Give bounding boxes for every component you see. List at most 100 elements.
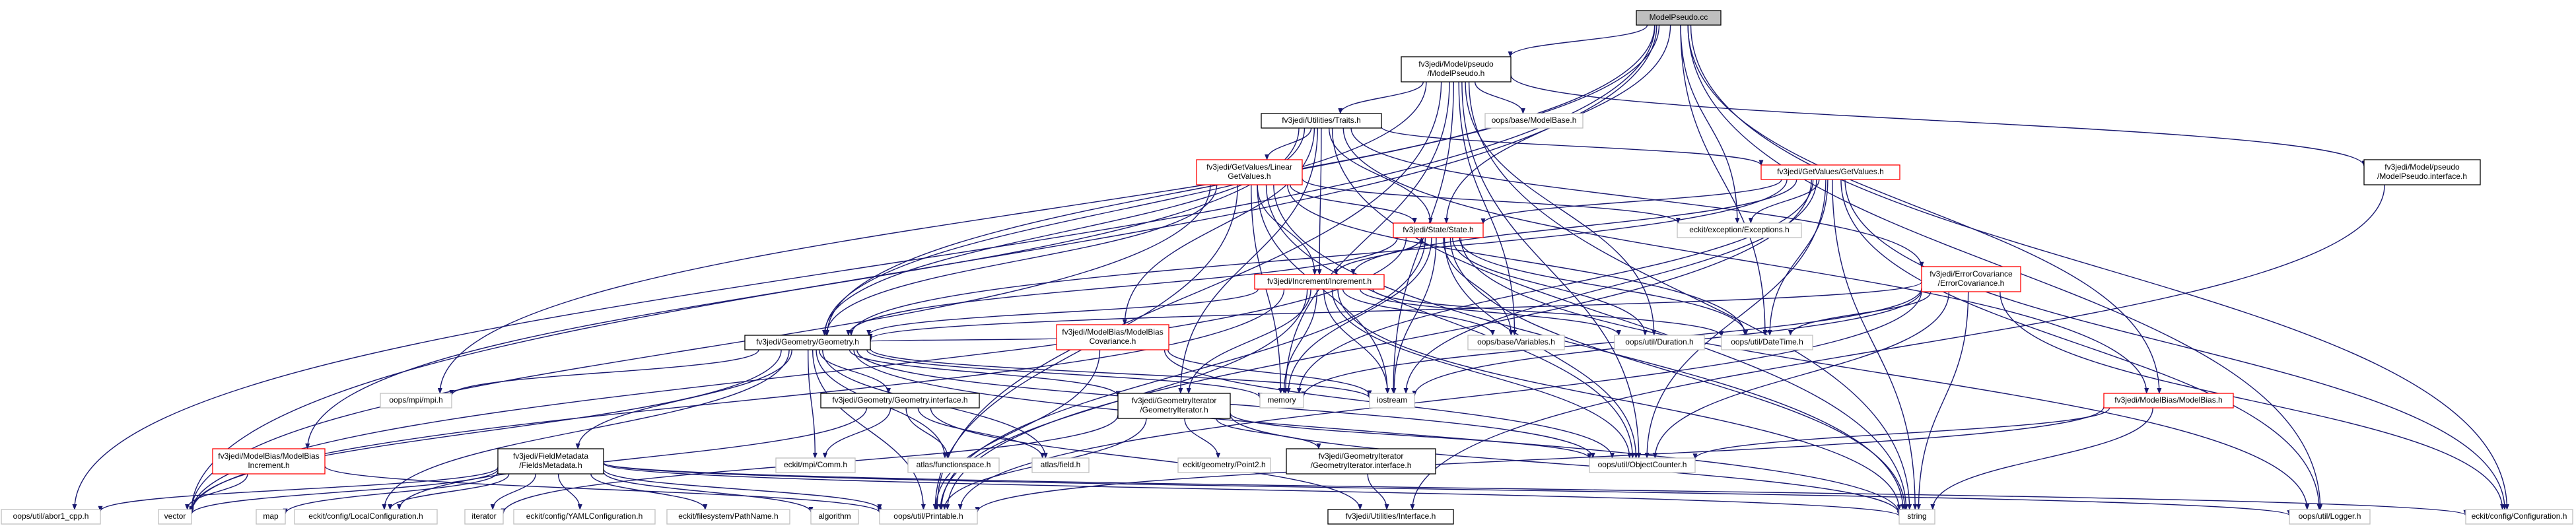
node-box-model-pseudo-interface-h xyxy=(2363,159,2481,185)
edge-state-h-to-duration-h xyxy=(1452,237,1648,336)
edge-fieldsmetadata-h-to-vector xyxy=(189,469,499,515)
node-modelbias-h[interactable]: fv3jedi/ModelBias/ModelBias.h xyxy=(2103,393,2234,409)
edge-geometry-h-to-iostream xyxy=(870,348,1372,399)
node-label-pathname-h: eckit/filesystem/PathName.h xyxy=(678,511,778,521)
node-modelbase-h: oops/base/ModelBase.h xyxy=(1484,113,1584,129)
edge-linear-getvalues-h-to-exceptions-h xyxy=(1302,178,1681,224)
node-box-variables-h xyxy=(1467,335,1565,350)
node-box-map xyxy=(256,509,286,525)
node-box-printable-h xyxy=(879,509,978,525)
edge-traits-h-to-getvalues-h xyxy=(1381,126,1764,166)
node-abor1-cpp-h: oops/util/abor1_cpp.h xyxy=(1,509,101,525)
node-geometry-interface-h[interactable]: fv3jedi/Geometry/Geometry.interface.h xyxy=(820,393,980,409)
edge-model-pseudo-h-to-traits-h xyxy=(1338,81,1424,114)
node-traits-h[interactable]: fv3jedi/Utilities/Traits.h xyxy=(1261,113,1382,129)
edge-state-h-to-datetime-h xyxy=(1459,237,1749,336)
node-geometry-h[interactable]: fv3jedi/Geometry/Geometry.h xyxy=(744,335,871,350)
node-geometryiterator-h[interactable]: fv3jedi/GeometryIterator/GeometryIterato… xyxy=(1117,393,1231,419)
node-label-model-pseudo-interface-h-line2: /ModelPseudo.interface.h xyxy=(2377,172,2467,181)
edge-geometry-h-to-memory xyxy=(866,349,1263,399)
edge-getvalues-h-to-increment-h xyxy=(1350,179,1797,275)
edge-modelbias-increment-h-to-printable-h xyxy=(324,465,882,513)
node-box-geometry-h xyxy=(744,335,871,350)
node-box-modelbias-covariance-h xyxy=(1056,324,1169,350)
node-model-pseudo-interface-h[interactable]: fv3jedi/Model/pseudo/ModelPseudo.interfa… xyxy=(2363,159,2481,185)
node-fieldsmetadata-h[interactable]: fv3jedi/FieldMetadata/FieldsMetadata.h xyxy=(497,448,604,475)
node-box-vector xyxy=(158,509,192,525)
node-iterator: iterator xyxy=(464,509,504,525)
edge-errorcovariance-h-to-datetime-h xyxy=(1788,291,1932,336)
edge-geometryiterator-h-to-point2-h xyxy=(1184,418,1221,459)
node-label-vector: vector xyxy=(164,511,186,521)
node-label-functionspace-h: atlas/functionspace.h xyxy=(917,460,991,469)
node-box-modelbias-increment-h xyxy=(212,448,326,475)
edge-getvalues-h-to-objectcounter-h xyxy=(1644,179,1827,459)
edge-increment-h-to-geometry-h xyxy=(866,288,1259,336)
node-box-linear-getvalues-h xyxy=(1196,159,1303,185)
edge-geometryiterator-h-to-objectcounter-h xyxy=(1230,412,1592,459)
edge-modelpseudo-cc-to-model-pseudo-h xyxy=(1508,24,1648,57)
node-box-geometryiterator-h xyxy=(1117,393,1231,419)
node-label-abor1-cpp-h: oops/util/abor1_cpp.h xyxy=(13,511,89,521)
node-label-variables-h: oops/base/Variables.h xyxy=(1477,337,1555,346)
edge-getvalues-h-to-memory xyxy=(1296,179,1814,394)
edge-fieldsmetadata-h-to-configuration-h xyxy=(603,462,2468,516)
edge-modelbias-covariance-h-to-iostream xyxy=(1167,349,1372,397)
edge-model-pseudo-h-to-model-pseudo-interface-h xyxy=(1510,75,2367,167)
node-errorcovariance-h[interactable]: fv3jedi/ErrorCovariance/ErrorCovariance.… xyxy=(1921,266,2021,292)
edge-fieldsmetadata-h-to-algorithm xyxy=(603,471,814,513)
edge-traits-h-to-increment-h xyxy=(1317,127,1322,275)
edge-fieldsmetadata-h-to-localconfiguration-h xyxy=(388,473,510,510)
edge-modelbias-covariance-h-to-printable-h xyxy=(933,349,1101,510)
edge-getvalues-h-to-configuration-h xyxy=(1844,179,2507,510)
node-getvalues-h[interactable]: fv3jedi/GetValues/GetValues.h xyxy=(1760,164,1900,180)
node-box-getvalues-h xyxy=(1760,164,1900,180)
edge-fieldsmetadata-h-to-yamlconfiguration-h xyxy=(557,473,582,510)
edge-errorcovariance-h-to-printable-h xyxy=(957,290,1922,510)
node-geometryiterator-interface-h[interactable]: fv3jedi/GeometryIterator/GeometryIterato… xyxy=(1286,448,1436,475)
edge-errorcovariance-h-to-string xyxy=(1916,291,1969,510)
node-pathname-h: eckit/filesystem/PathName.h xyxy=(666,509,790,525)
node-state-h[interactable]: fv3jedi/State/State.h xyxy=(1393,222,1484,238)
node-label-model-pseudo-h-line2: /ModelPseudo.h xyxy=(1428,69,1485,78)
node-label-logger-h: oops/util/Logger.h xyxy=(2299,511,2361,521)
node-label-map: map xyxy=(263,511,279,521)
node-box-logger-h xyxy=(2289,509,2371,525)
edge-model-pseudo-h-to-objectcounter-h xyxy=(1461,81,1642,459)
node-label-field-h: atlas/field.h xyxy=(1041,460,1081,469)
edge-state-h-to-memory xyxy=(1286,237,1432,394)
node-label-errorcovariance-h-line1: fv3jedi/ErrorCovariance xyxy=(1930,269,2013,279)
node-modelpseudo-cc[interactable]: ModelPseudo.cc xyxy=(1636,10,1722,26)
node-label-getvalues-h: fv3jedi/GetValues/GetValues.h xyxy=(1777,167,1884,176)
edge-modelbias-increment-h-to-vector xyxy=(185,473,248,510)
edge-getvalues-h-to-geometry-h xyxy=(849,179,1788,336)
edge-geometry-h-to-string xyxy=(853,349,1902,515)
node-algorithm: algorithm xyxy=(810,509,859,525)
node-label-localconfiguration-h: eckit/config/LocalConfiguration.h xyxy=(308,511,423,521)
node-label-utilities-interface-h: fv3jedi/Utilities/Interface.h xyxy=(1346,511,1436,521)
node-field-h: atlas/field.h xyxy=(1031,457,1090,473)
node-increment-h[interactable]: fv3jedi/Increment/Increment.h xyxy=(1254,274,1385,290)
node-model-pseudo-h[interactable]: fv3jedi/Model/pseudo/ModelPseudo.h xyxy=(1401,56,1512,82)
node-box-abor1-cpp-h xyxy=(1,509,101,525)
edge-modelbias-h-to-string xyxy=(1930,407,2153,510)
node-box-iterator xyxy=(464,509,504,525)
node-label-string: string xyxy=(1907,511,1926,521)
edge-modelpseudo-cc-to-mpi-h xyxy=(437,24,1655,394)
node-box-iostream xyxy=(1369,393,1415,409)
edge-fieldsmetadata-h-to-printable-h xyxy=(603,469,882,511)
node-functionspace-h: atlas/functionspace.h xyxy=(907,457,1000,473)
node-label-modelbias-covariance-h-line1: fv3jedi/ModelBias/ModelBias xyxy=(1062,327,1163,337)
node-label-fieldsmetadata-h-line1: fv3jedi/FieldMetadata xyxy=(513,451,588,461)
node-label-comm-h: eckit/mpi/Comm.h xyxy=(784,460,847,469)
node-label-model-pseudo-interface-h-line1: fv3jedi/Model/pseudo xyxy=(2385,162,2460,172)
node-utilities-interface-h[interactable]: fv3jedi/Utilities/Interface.h xyxy=(1327,509,1454,525)
edge-traits-h-to-geometry-h xyxy=(822,127,1305,336)
edge-increment-h-to-iostream xyxy=(1323,288,1390,394)
node-label-iostream: iostream xyxy=(1377,395,1407,405)
edge-state-h-to-printable-h xyxy=(939,237,1426,510)
node-box-traits-h xyxy=(1261,113,1382,129)
